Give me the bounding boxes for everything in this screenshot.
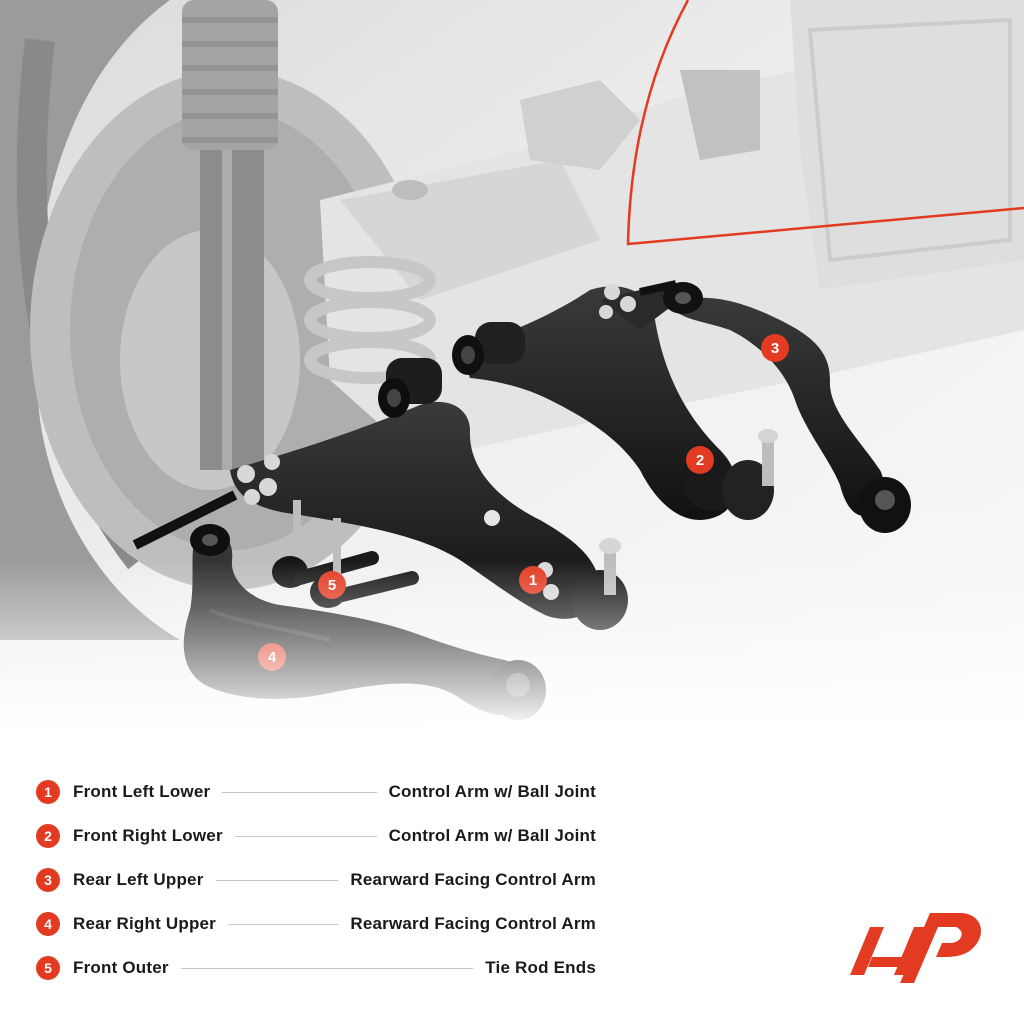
legend-part-label: Rearward Facing Control Arm (350, 914, 596, 933)
zoom-outline (626, 0, 1024, 246)
callout-badge-5: 5 (318, 571, 346, 599)
legend-row: 3 Rear Left Upper Rearward Facing Contro… (36, 858, 596, 902)
callout-number: 3 (771, 340, 779, 357)
legend-part-label: Control Arm w/ Ball Joint (388, 782, 596, 801)
legend-position-label: Front Right Lower (73, 826, 223, 845)
legend-leader-line (215, 879, 339, 881)
part-rear-left-upper-arm (663, 282, 911, 533)
legend-leader-line (234, 835, 377, 837)
legend-part-label: Control Arm w/ Ball Joint (388, 826, 596, 845)
callout-number: 4 (268, 649, 277, 666)
legend-leader-line (180, 967, 474, 969)
legend-row: 5 Front Outer Tie Rod Ends (36, 946, 596, 990)
callout-badge-2: 2 (686, 446, 714, 474)
callout-number: 5 (328, 577, 336, 594)
legend-number-badge: 1 (36, 780, 60, 804)
callout-badge-1: 1 (519, 566, 547, 594)
legend-leader-line (228, 923, 339, 925)
legend-leader-line (222, 791, 377, 793)
legend-row: 2 Front Right Lower Control Arm w/ Ball … (36, 814, 596, 858)
product-scene: 1 2 3 4 5 (0, 0, 1024, 740)
parts-legend: 1 Front Left Lower Control Arm w/ Ball J… (36, 770, 596, 990)
legend-number-badge: 2 (36, 824, 60, 848)
legend-row: 1 Front Left Lower Control Arm w/ Ball J… (36, 770, 596, 814)
callout-number: 2 (696, 452, 704, 469)
legend-part-label: Rearward Facing Control Arm (350, 870, 596, 889)
legend-position-label: Rear Left Upper (73, 870, 204, 889)
legend-position-label: Rear Right Upper (73, 914, 216, 933)
legend-number-badge: 5 (36, 956, 60, 980)
callout-badge-3: 3 (761, 334, 789, 362)
legend-row: 4 Rear Right Upper Rearward Facing Contr… (36, 902, 596, 946)
legend-part-label: Tie Rod Ends (485, 958, 596, 977)
callout-badge-4: 4 (258, 643, 286, 671)
legend-position-label: Front Left Lower (73, 782, 211, 801)
legend-number-badge: 3 (36, 868, 60, 892)
ap-brand-logo-icon (850, 913, 982, 983)
legend-position-label: Front Outer (73, 958, 169, 977)
callout-number: 1 (529, 572, 537, 589)
legend-number-badge: 4 (36, 912, 60, 936)
